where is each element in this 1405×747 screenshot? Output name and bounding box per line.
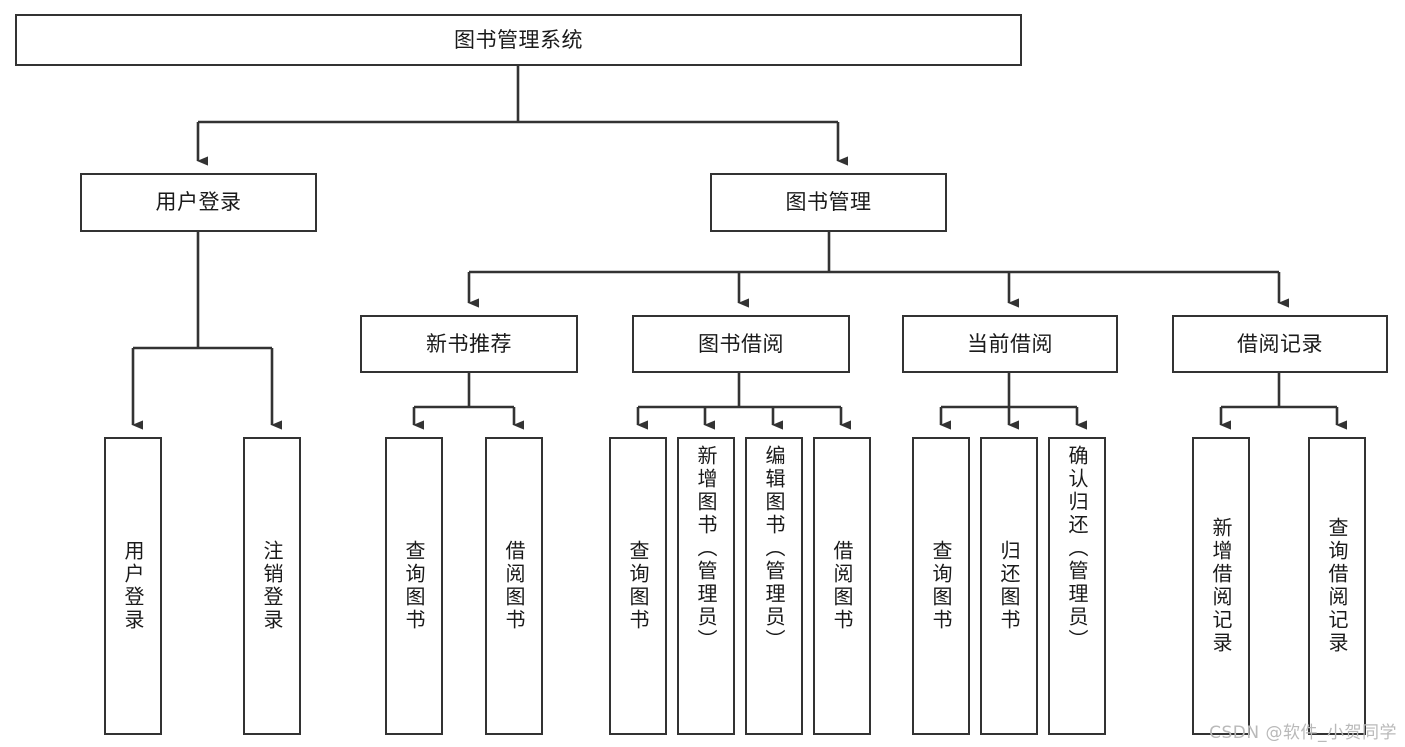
- leaf-current-borrow-confirm-admin[interactable]: 确认归还（管理员）: [1048, 437, 1106, 735]
- node-label: 图书管理: [785, 190, 872, 215]
- node-label: 查询图书: [626, 540, 650, 632]
- leaf-new-book-query[interactable]: 查询图书: [385, 437, 443, 735]
- node-label: 归还图书: [997, 540, 1021, 632]
- node-label: 编辑图书（管理员）: [762, 445, 786, 652]
- node-label: 新增借阅记录: [1209, 517, 1233, 655]
- leaf-book-borrow-borrow[interactable]: 借阅图书: [813, 437, 871, 735]
- node-label: 用户登录: [155, 190, 242, 215]
- node-label: 查询借阅记录: [1325, 517, 1349, 655]
- node-label: 当前借阅: [967, 331, 1053, 356]
- node-label: 新书推荐: [426, 331, 512, 356]
- leaf-book-borrow-add-admin[interactable]: 新增图书（管理员）: [677, 437, 735, 735]
- node-new-book-recommend[interactable]: 新书推荐: [360, 315, 578, 373]
- node-borrow-record[interactable]: 借阅记录: [1172, 315, 1388, 373]
- node-root-book-management-system[interactable]: 图书管理系统: [15, 14, 1022, 66]
- leaf-new-book-borrow[interactable]: 借阅图书: [485, 437, 543, 735]
- node-label: 借阅记录: [1237, 331, 1323, 356]
- node-label: 确认归还（管理员）: [1065, 445, 1089, 652]
- leaf-book-borrow-query[interactable]: 查询图书: [609, 437, 667, 735]
- leaf-user-login-signout[interactable]: 注销登录: [243, 437, 301, 735]
- node-book-management[interactable]: 图书管理: [710, 173, 947, 232]
- node-label: 新增图书（管理员）: [694, 445, 718, 652]
- node-label: 查询图书: [929, 540, 953, 632]
- leaf-borrow-record-add[interactable]: 新增借阅记录: [1192, 437, 1250, 735]
- csdn-watermark: CSDN @软件_小贺同学: [1209, 723, 1397, 743]
- leaf-current-borrow-query[interactable]: 查询图书: [912, 437, 970, 735]
- node-book-borrow[interactable]: 图书借阅: [632, 315, 850, 373]
- leaf-user-login-signin[interactable]: 用户登录: [104, 437, 162, 735]
- node-user-login[interactable]: 用户登录: [80, 173, 317, 232]
- node-label: 查询图书: [402, 540, 426, 632]
- node-label: 图书借阅: [698, 331, 784, 356]
- node-label: 借阅图书: [830, 540, 854, 632]
- leaf-current-borrow-return[interactable]: 归还图书: [980, 437, 1038, 735]
- node-label: 注销登录: [260, 540, 284, 632]
- node-label: 图书管理系统: [454, 27, 583, 52]
- node-label: 用户登录: [121, 540, 145, 632]
- node-current-borrow[interactable]: 当前借阅: [902, 315, 1118, 373]
- node-label: 借阅图书: [502, 540, 526, 632]
- leaf-borrow-record-query[interactable]: 查询借阅记录: [1308, 437, 1366, 735]
- leaf-book-borrow-edit-admin[interactable]: 编辑图书（管理员）: [745, 437, 803, 735]
